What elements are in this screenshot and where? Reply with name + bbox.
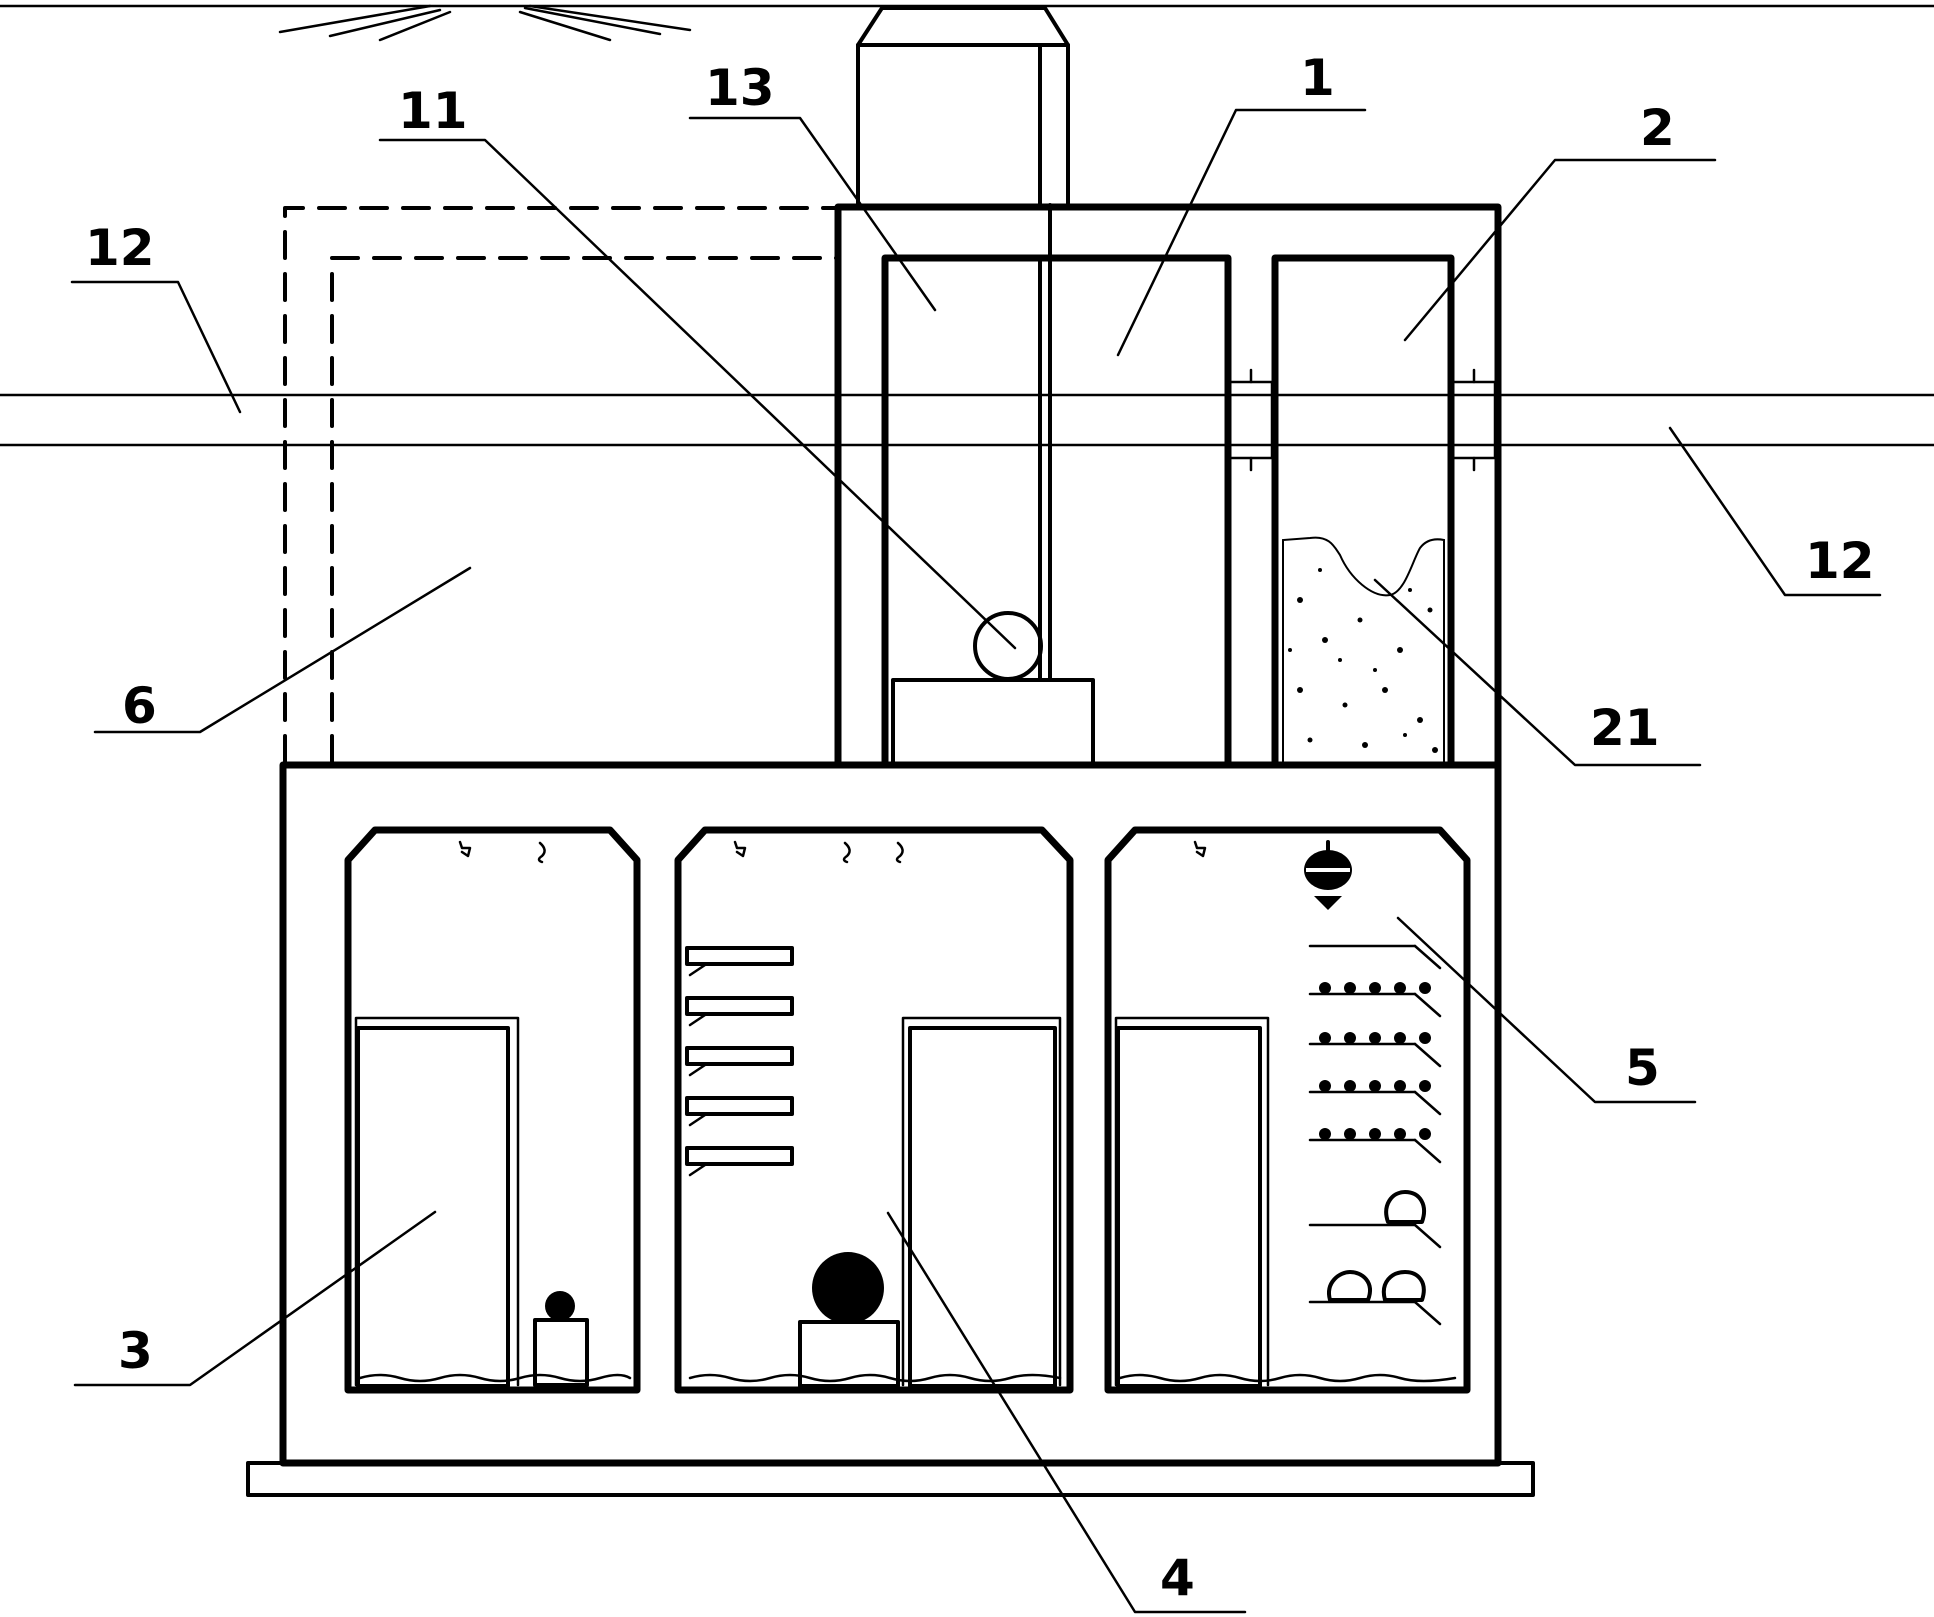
room-3	[344, 826, 641, 1394]
label-12-left: 12	[85, 219, 155, 277]
leader-3	[73, 1210, 437, 1387]
chamber-1	[881, 203, 1232, 769]
fill-material-21	[1282, 536, 1445, 764]
chimney	[856, 6, 1070, 207]
label-1: 1	[1300, 49, 1335, 107]
label-3: 3	[118, 1322, 153, 1380]
grass-marks	[278, 4, 692, 42]
pulley-11	[973, 611, 1043, 681]
shelf-1	[685, 946, 794, 966]
leader-12-left	[70, 280, 242, 414]
label-12-right: 12	[1805, 532, 1875, 590]
leader-6	[93, 566, 472, 734]
dashed-structure-6	[283, 206, 840, 764]
room-5-door	[1116, 1026, 1262, 1388]
shelf-item-bag-2	[1327, 1270, 1372, 1302]
leader-12-right	[1668, 426, 1882, 597]
annotations: 12 11 13 1 2 12 6 21 3 4 5	[70, 49, 1882, 1614]
room-5-door-outer	[1114, 1016, 1270, 1387]
shelf-item-bag-1	[1384, 1190, 1426, 1224]
flange-left	[1228, 380, 1274, 460]
label-11: 11	[398, 82, 468, 140]
room-3-door	[356, 1026, 510, 1388]
chamber-2-walls	[1271, 254, 1455, 769]
leader-13	[688, 116, 937, 312]
shelf-2	[685, 996, 794, 1016]
label-13: 13	[705, 59, 775, 117]
dashed-outer	[283, 206, 840, 764]
room-4-ceiling-hooks	[733, 840, 904, 864]
shelf-5	[685, 1146, 794, 1166]
fill-speckles	[1288, 568, 1438, 753]
shelf-boards	[1308, 944, 1417, 1304]
leader-4	[886, 1211, 1247, 1614]
label-6: 6	[122, 677, 157, 735]
leader-2	[1403, 158, 1717, 342]
shelf-4	[685, 1096, 794, 1116]
room-5	[1104, 826, 1471, 1394]
label-2: 2	[1640, 99, 1675, 157]
shelf-3	[685, 1046, 794, 1066]
leader-21	[1373, 578, 1702, 767]
pipe-12	[0, 393, 1934, 447]
room-3-outline	[344, 826, 641, 1394]
shelf-items-round	[1319, 982, 1431, 1140]
room-3-floor-debris	[358, 1373, 632, 1383]
room-4-equipment-icon	[812, 1252, 884, 1324]
room-5-floor-debris	[1118, 1373, 1457, 1383]
machine-base	[891, 678, 1095, 767]
room-4-shelves	[685, 946, 794, 1177]
room-5-hanging-lamp	[1304, 840, 1352, 910]
lamp-tip	[1314, 896, 1342, 910]
room-4-outline	[674, 826, 1074, 1394]
chamber-1-walls	[881, 254, 1232, 769]
label-21: 21	[1590, 699, 1660, 757]
room-3-equipment-icon	[545, 1291, 575, 1321]
label-4: 4	[1160, 1549, 1195, 1607]
chamber-2	[1228, 254, 1497, 769]
room-5-shelves	[1308, 944, 1442, 1326]
room-5-ceiling-hook	[1193, 840, 1207, 858]
leader-1	[1116, 108, 1367, 357]
room-5-outline	[1104, 826, 1471, 1394]
room-4-door-outer	[901, 1016, 1062, 1387]
label-5: 5	[1625, 1039, 1660, 1097]
dashed-inner	[330, 256, 840, 764]
flange-bolts	[1249, 368, 1476, 472]
leader-5	[1396, 916, 1697, 1104]
room-3-ceiling-hooks	[458, 840, 546, 864]
shelf-brackets	[688, 963, 707, 1177]
chimney-outline	[856, 6, 1070, 207]
leader-11	[378, 138, 1017, 650]
shelf-item-bag-3	[1381, 1270, 1426, 1302]
ground-surface	[0, 4, 1934, 42]
shelf-brackets-5	[1413, 944, 1442, 1326]
room-4-door	[908, 1026, 1057, 1388]
room-4-floor-debris	[688, 1373, 1062, 1383]
flange-right	[1451, 380, 1497, 460]
room-3-door-outer	[354, 1016, 520, 1387]
base-slab	[246, 1461, 1535, 1497]
room-4	[674, 826, 1074, 1394]
